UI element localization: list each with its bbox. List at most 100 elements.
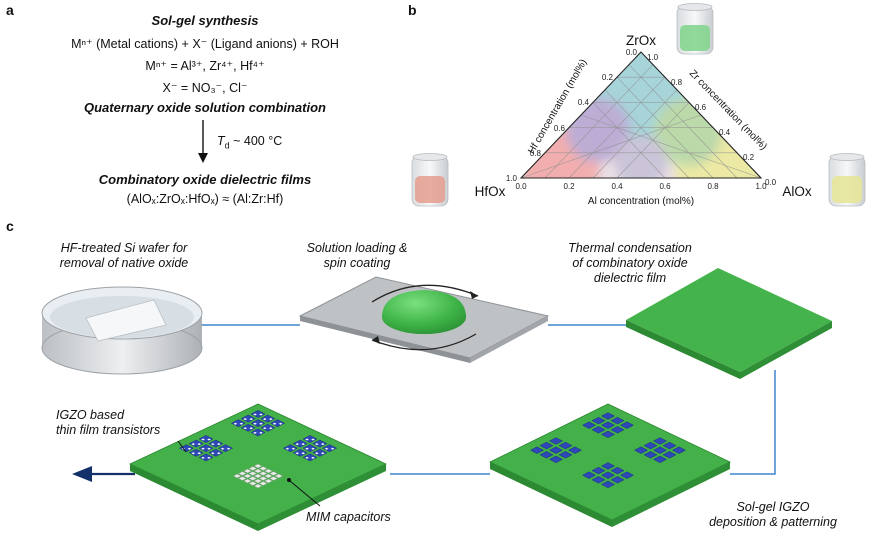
tft-contact (243, 418, 247, 421)
mim-capacitor-pad (264, 468, 273, 474)
tick-left-4: 0.2 (602, 73, 614, 82)
jar-zrox-icon (676, 3, 714, 55)
tft-contact (324, 447, 329, 450)
tft-contact (269, 418, 273, 421)
tick-bottom-0: 0.0 (515, 182, 527, 191)
tick-left-0: 1.0 (506, 174, 518, 183)
tft-contact (305, 447, 309, 450)
igzo-pad (610, 476, 625, 484)
igzo-pads (529, 412, 687, 489)
tft-contact (207, 438, 211, 441)
tft-pad (198, 453, 214, 462)
tft-contact (191, 443, 195, 446)
tick-left-2: 0.6 (554, 124, 566, 133)
tick-bottom-5: 1.0 (755, 182, 767, 191)
tft-contact (311, 456, 315, 459)
igzo-pad (600, 471, 616, 479)
mim-capacitor-pad (264, 473, 273, 479)
tft-contact (295, 443, 299, 446)
ternary-grid (520, 64, 762, 179)
mim-capacitor-pad (253, 478, 263, 484)
center-region (615, 136, 667, 178)
ligand-anions-line: X⁻ = NO₃⁻, Cl⁻ (162, 81, 248, 95)
tft-contact (233, 422, 238, 425)
igzo-pad (591, 466, 606, 475)
tft-contact (278, 422, 283, 425)
igzo-pad (643, 441, 658, 450)
igzo-pad (600, 430, 616, 439)
mim-capacitor-pad (258, 476, 268, 481)
tft-pad (250, 428, 266, 437)
tick-right-1: 0.8 (671, 78, 683, 87)
tick-right-3: 0.4 (719, 128, 731, 137)
mim-capacitor-pad (248, 471, 258, 476)
tft-contact (269, 427, 273, 430)
tft-pad (302, 435, 318, 443)
tft-contact (217, 443, 221, 446)
tft-pad (178, 444, 194, 453)
tft-pad (260, 423, 276, 432)
caption-step-3-line-2: of combinatory oxide (572, 256, 688, 270)
igzo-pad (529, 446, 545, 454)
tick-right-5: 0.0 (765, 178, 777, 187)
mim-capacitor-pad (264, 478, 273, 484)
heading-combinatory-films: Combinatory oxide dielectric films (98, 172, 312, 187)
tft-pad (240, 414, 256, 423)
tft-pad (302, 453, 318, 462)
tft-contact (207, 456, 211, 459)
tick-right-0: 1.0 (647, 53, 659, 62)
tft-contact (243, 427, 247, 430)
tft-contact (259, 422, 263, 425)
tick-bottom-1: 0.2 (563, 182, 575, 191)
mim-leader-line (289, 480, 321, 507)
mim-capacitor-pad (248, 466, 258, 471)
tft-pad (282, 444, 298, 453)
temperature-value: ~ 400 °C (229, 134, 283, 148)
igzo-pad (652, 437, 668, 445)
heading-sol-gel-synthesis: Sol-gel synthesis (151, 13, 259, 28)
tick-right-4: 0.2 (743, 153, 755, 162)
caption-step-3-line-1: Thermal condensation (568, 241, 692, 255)
caption-step-1-line-1: HF-treated Si wafer for (60, 241, 188, 255)
tft-contact (201, 447, 205, 450)
caption-step-2-line-2: spin coating (323, 256, 391, 270)
igzo-pad (600, 462, 616, 470)
igzo-pad (600, 480, 616, 489)
tft-contact (197, 443, 201, 446)
left-axis-ticks: 1.0 0.8 0.6 0.4 0.2 0.0 (506, 48, 638, 183)
caption-step-1: HF-treated Si wafer for removal of nativ… (14, 241, 234, 271)
caption-step-4-line-1: Sol-gel IGZO (736, 500, 810, 514)
tft-leader-line (177, 440, 187, 453)
caption-mim: MIM capacitors (306, 510, 391, 524)
tft-contact (239, 422, 244, 425)
caption-step-3-line-3: dielectric film (593, 271, 667, 285)
mim-capacitor-pad (258, 481, 268, 486)
tft-contact (305, 438, 309, 441)
igzo-pad (548, 455, 564, 464)
heading-solution-combination: Quaternary oxide solution combination (84, 100, 326, 115)
igzo-substrate-illustration (489, 403, 731, 527)
igzo-pad (610, 466, 625, 475)
mim-capacitor-pad (258, 471, 268, 476)
igzo-pad (548, 437, 564, 445)
tft-contact (301, 443, 305, 446)
tick-bottom-4: 0.8 (707, 182, 719, 191)
caption-step-4: Sol-gel IGZO deposition & patterning (668, 500, 878, 530)
mim-capacitor-pad (253, 463, 263, 469)
tft-pad (260, 414, 276, 423)
tft-pad (198, 435, 214, 443)
mim-capacitor-pad (248, 476, 258, 481)
tft-contact (315, 443, 319, 446)
jar-alox-icon (828, 153, 866, 207)
caption-step-2: Solution loading & spin coating (257, 241, 457, 271)
caption-step-3: Thermal condensation of combinatory oxid… (530, 241, 730, 286)
igzo-pad (591, 476, 606, 484)
tft-pad (250, 410, 266, 418)
tft-contact (187, 447, 192, 450)
tft-contact (191, 452, 195, 455)
tft-contact (253, 431, 257, 434)
igzo-pad (591, 416, 606, 425)
igzo-pad (591, 426, 606, 434)
tft-contact (285, 447, 290, 450)
temperature-subscript: d (224, 140, 230, 151)
